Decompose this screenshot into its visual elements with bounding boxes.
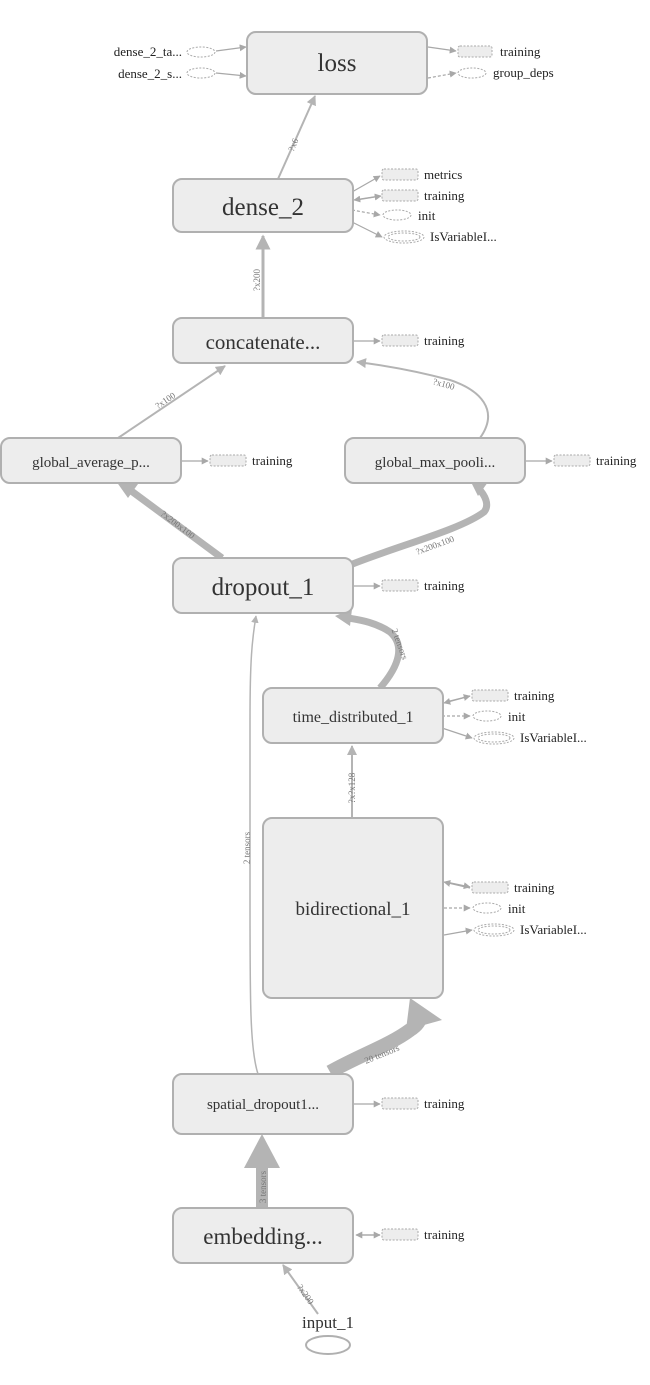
concat-aux: training (354, 333, 465, 348)
avg-aux: training (181, 453, 293, 468)
aux-dense2-isvariable-label: IsVariableI... (430, 229, 497, 244)
aux-dropout-training-label: training (424, 578, 465, 593)
embedding-aux: training (355, 1227, 465, 1242)
aux-bi-init-label: init (508, 901, 526, 916)
node-bidirectional-1[interactable]: bidirectional_1 (262, 817, 444, 999)
aux-td-init-label: init (508, 709, 526, 724)
edge-dense2-loss (277, 95, 316, 180)
aux-dense2-training-label: training (424, 188, 465, 203)
loss-aux: dense_2_ta... dense_2_s... training grou… (114, 44, 554, 81)
edge-label-concat-dense2: ?x200 (252, 269, 262, 291)
node-input-1[interactable]: input_1 (302, 1313, 354, 1355)
aux-td-training-node[interactable] (471, 689, 509, 702)
aux-spatial-training-node[interactable] (381, 1097, 419, 1110)
edge-dropout-max (348, 485, 491, 569)
aux-embedding-training-label: training (424, 1227, 465, 1242)
edge-label-avg-concat: ?x100 (153, 390, 177, 411)
node-global-max[interactable]: global_max_pooli... (344, 437, 526, 484)
aux-group-deps-label: group_deps (493, 65, 554, 80)
node-input-1-ellipse (305, 1335, 351, 1355)
node-global-max-label: global_max_pooli... (375, 455, 495, 471)
edge-label-spatial-dropout: 2 tensors (242, 831, 252, 864)
edge-label-max-concat: ?x100 (432, 376, 456, 392)
edge-label-dropout-avg: ?x200x100 (159, 509, 197, 541)
aux-bi-init-node[interactable] (472, 902, 502, 914)
aux-dense-2-ta-node[interactable] (186, 46, 216, 58)
node-embedding[interactable]: embedding... (172, 1207, 354, 1264)
aux-dense-2-ta-label: dense_2_ta... (114, 44, 182, 59)
node-dropout-1[interactable]: dropout_1 (172, 557, 354, 614)
node-spatial-dropout-label: spatial_dropout1... (207, 1097, 319, 1113)
aux-concat-training-label: training (424, 333, 465, 348)
bi-aux: training init IsVariableI... (443, 880, 587, 937)
edge-avg-concat (117, 365, 226, 439)
edge-dropout-avg (127, 487, 225, 561)
node-spatial-dropout[interactable]: spatial_dropout1... (172, 1073, 354, 1135)
td-aux: training init IsVariableI... (441, 688, 587, 745)
aux-bi-training-node[interactable] (471, 881, 509, 894)
edge-dropout-avg-head (116, 481, 138, 498)
aux-metrics-node[interactable] (381, 168, 419, 181)
aux-max-training-label: training (596, 453, 637, 468)
node-bidirectional-1-label: bidirectional_1 (295, 899, 410, 920)
node-input-1-label: input_1 (302, 1313, 354, 1332)
spatial-aux: training (354, 1096, 465, 1111)
dense2-aux: metrics training init IsVariableI... (351, 167, 497, 244)
aux-dropout-training-node[interactable] (381, 579, 419, 592)
edge-td-dropout (347, 614, 403, 691)
aux-avg-training-label: training (252, 453, 293, 468)
edge-label-bi-td: ?x?x128 (347, 772, 357, 803)
aux-concat-training-node[interactable] (381, 334, 419, 347)
aux-embedding-training-node[interactable] (381, 1228, 419, 1241)
edge-label-td-dropout: 2 tensors (390, 627, 411, 661)
node-time-distributed-1-label: time_distributed_1 (293, 709, 414, 726)
node-loss-label: loss (318, 50, 357, 77)
aux-bi-training-label: training (514, 880, 555, 895)
node-global-average[interactable]: global_average_p... (0, 437, 182, 484)
aux-max-training-node[interactable] (553, 454, 591, 467)
aux-group-deps-node[interactable] (457, 67, 487, 79)
node-concatenate-label: concatenate... (206, 330, 321, 354)
edge-label-dense2-loss: ?x6 (286, 136, 301, 152)
aux-dense-2-s-label: dense_2_s... (118, 66, 182, 81)
aux-td-isvariable-label: IsVariableI... (520, 730, 587, 745)
edge-label-emb-spatial: 3 tensors (258, 1170, 268, 1203)
node-time-distributed-1[interactable]: time_distributed_1 (262, 687, 444, 744)
max-aux: training (525, 453, 637, 468)
node-global-average-label: global_average_p... (32, 455, 150, 471)
aux-metrics-label: metrics (424, 167, 462, 182)
aux-dense2-init-node[interactable] (382, 209, 412, 221)
node-loss[interactable]: loss (246, 31, 428, 95)
aux-td-init-node[interactable] (472, 710, 502, 722)
edge-max-concat (356, 358, 490, 439)
edge-spatial-dropout (249, 615, 259, 1075)
aux-loss-training-node[interactable] (457, 45, 493, 58)
aux-dense2-training-node[interactable] (381, 189, 419, 202)
edge-input-emb (282, 1264, 319, 1315)
dropout-aux: training (354, 578, 465, 593)
node-dropout-1-label: dropout_1 (212, 574, 315, 601)
aux-dense2-init-label: init (418, 208, 436, 223)
aux-bi-isvariable-label: IsVariableI... (520, 922, 587, 937)
edge-spatial-bi-head (406, 998, 442, 1030)
aux-dense-2-s-node[interactable] (186, 67, 216, 79)
aux-spatial-training-label: training (424, 1096, 465, 1111)
aux-td-training-label: training (514, 688, 555, 703)
aux-loss-training-label: training (500, 44, 541, 59)
node-dense-2[interactable]: dense_2 (172, 178, 354, 233)
node-concatenate[interactable]: concatenate... (172, 317, 354, 364)
aux-avg-training-node[interactable] (209, 454, 247, 467)
edge-label-input-emb: ?x200 (295, 1282, 316, 1306)
edge-emb-spatial-head (244, 1134, 280, 1168)
node-dense-2-label: dense_2 (222, 194, 304, 221)
node-embedding-label: embedding... (203, 1224, 322, 1249)
